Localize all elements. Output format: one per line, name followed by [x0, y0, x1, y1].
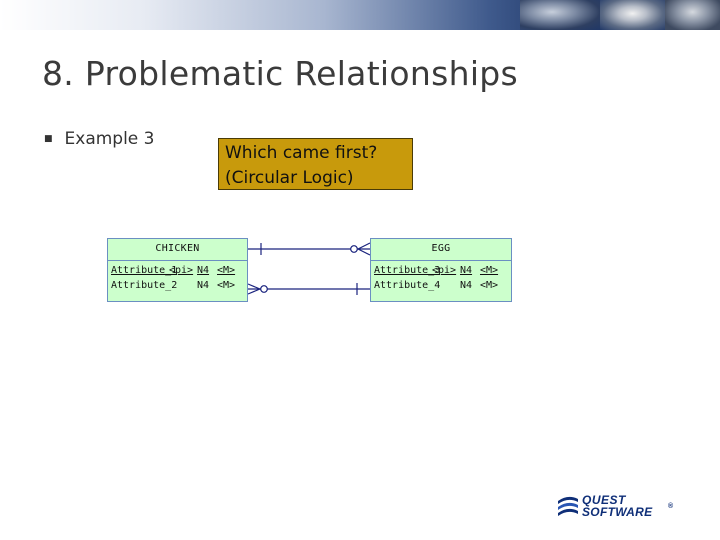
- slide-title: 8. Problematic Relationships: [42, 54, 519, 93]
- crowfoot-lower-1: [357, 248, 371, 256]
- crowfoot-upper-1: [357, 242, 371, 250]
- attribute-key: <pi>: [169, 265, 194, 276]
- attribute-mandatory: <M>: [217, 265, 236, 276]
- attribute-mandatory: <M>: [480, 265, 499, 276]
- attribute-row: Attribute_3 <pi> N4 <M>: [374, 264, 508, 279]
- attribute-row: Attribute_2 N4 <M>: [111, 279, 244, 294]
- registered-mark: ®: [668, 503, 674, 510]
- relationship-connectors: [247, 242, 371, 295]
- top-banner: [0, 0, 720, 30]
- attribute-type: N4: [460, 265, 473, 276]
- logo-line-2: SOFTWARE: [582, 505, 653, 519]
- attribute-key: <pi>: [432, 265, 457, 276]
- entity-chicken: CHICKEN Attribute_1 <pi> N4 <M> Attribut…: [107, 238, 248, 302]
- banner-image-lightbulb: [520, 0, 600, 30]
- attribute-row: Attribute_4 N4 <M>: [374, 279, 508, 294]
- banner-image-face: [665, 0, 720, 30]
- optional-circle-1: [350, 245, 358, 253]
- er-diagram: CHICKEN Attribute_1 <pi> N4 <M> Attribut…: [100, 230, 520, 310]
- logo-line-1: QUEST: [582, 493, 626, 507]
- attribute-name: Attribute_2: [111, 280, 178, 291]
- entity-egg: EGG Attribute_3 <pi> N4 <M> Attribute_4 …: [370, 238, 512, 302]
- attribute-name: Attribute_1: [111, 265, 178, 276]
- attribute-mandatory: <M>: [217, 280, 236, 291]
- callout-line-1: Which came first?: [225, 143, 378, 163]
- attribute-name: Attribute_3: [374, 265, 441, 276]
- callout-line-2: (Circular Logic): [225, 168, 354, 188]
- attribute-mandatory: <M>: [480, 280, 499, 291]
- bullet-item: ■ Example 3: [44, 129, 155, 149]
- bullet-square-icon: ■: [44, 134, 53, 144]
- attribute-type: N4: [197, 265, 210, 276]
- entity-name: EGG: [371, 239, 511, 261]
- entity-name: CHICKEN: [108, 239, 247, 261]
- attribute-type: N4: [460, 280, 473, 291]
- callout-box: Which came first? (Circular Logic): [218, 138, 413, 190]
- attribute-type: N4: [197, 280, 210, 291]
- banner-image-bulb: [600, 0, 665, 30]
- attribute-name: Attribute_4: [374, 280, 441, 291]
- crowfoot-lower-2: [247, 288, 261, 295]
- quest-software-logo: QUEST SOFTWARE ®: [556, 493, 676, 521]
- crowfoot-upper-2: [247, 283, 261, 290]
- optional-circle-2: [260, 285, 268, 293]
- attribute-row: Attribute_1 <pi> N4 <M>: [111, 264, 244, 279]
- quest-swirl-icon: [558, 496, 578, 516]
- bullet-text: Example 3: [64, 129, 155, 149]
